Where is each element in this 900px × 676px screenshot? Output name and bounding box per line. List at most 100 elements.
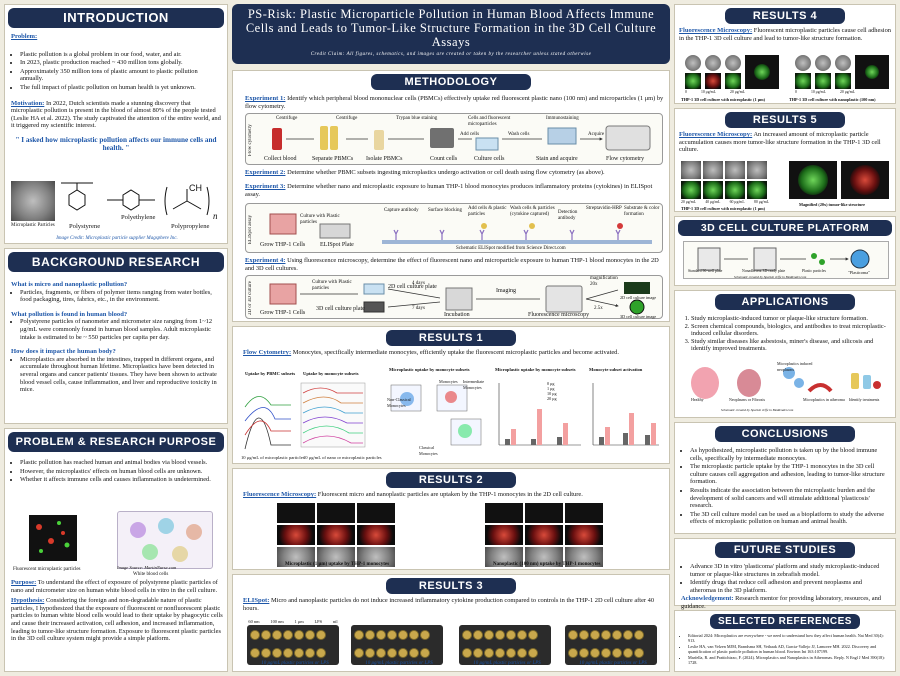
plate-header: nil [332, 619, 338, 624]
r2-nano-tile [525, 503, 563, 523]
elispot-plate-3 [459, 625, 551, 665]
exp1-step-separate: Separate PBMCs [312, 156, 354, 162]
elispot-plate-4 [565, 625, 657, 665]
flow-cytometer-icon [605, 125, 651, 151]
plate-header: 1 μm [294, 619, 304, 624]
exp3-capture-antibody: Capture antibody [384, 208, 419, 213]
3d-plate-icon [363, 301, 385, 313]
future-item: Advance 3D in vitro 'plasticoma' platfor… [690, 563, 889, 578]
step-add-cells: Add cells [460, 132, 480, 137]
step-wash-cells: Wash cells [508, 132, 530, 137]
r1-panel-title-1: Uptake by PBMC subsets [245, 371, 296, 376]
background-header: BACKGROUND RESEARCH [8, 252, 224, 272]
step-cells-particles: Cells and fluorescent microparticles [468, 116, 511, 127]
application-item: Study similar diseases like asbestosis, … [691, 338, 889, 353]
exp3-step-plate: ELISpot Plate [320, 242, 354, 248]
results3-header: RESULTS 3 [386, 578, 516, 594]
r1-panel-title-2: Uptake by monocyte subsets [303, 371, 359, 376]
reference-item: Leslie HA, van Velzen MJM, Brandsma SH, … [688, 644, 889, 654]
fig-label-fluorescent: Fluorescent microplastic particles [13, 567, 81, 572]
platform-caption: Schematic created by Sparkle Jeffe in Bi… [734, 275, 807, 279]
exp4-step-incubation: Incubation [444, 312, 470, 318]
n-subscript: n [213, 211, 218, 221]
app-label-induced: Microplastics induced neoplasms [777, 361, 813, 372]
cell-counter-icon [430, 128, 454, 148]
conc-label: 20 μg/mL [729, 90, 745, 94]
conc-label: 20 μg/mL [681, 200, 697, 204]
fig-label-polypropylene: Polypropylene [171, 223, 210, 230]
polymer-structures-diagram: CH n [61, 182, 218, 221]
culture-plate-icon [475, 137, 499, 151]
activation-bar-chart [592, 383, 659, 446]
platform-label-3d: Nonadherent 3D-ready plate [742, 269, 786, 273]
exp3-step-grow: Grow THP-1 Cells [260, 242, 306, 248]
credit-claim: Credit Claim: All figures, schematics, a… [310, 52, 592, 57]
exp3-streptavidin: Streptavidin-HRP [586, 206, 622, 211]
results4-label: Fluorescence Microscopy: [679, 27, 753, 34]
monocyte-subset-histograms [300, 382, 366, 448]
problem-item: The full impact of plastic pollution on … [20, 84, 221, 92]
results1-figures [244, 382, 659, 450]
3d-culture-image [629, 299, 645, 315]
legend-1ug: 1 μg [547, 386, 555, 391]
left-column: INTRODUCTION Problem: Plastic pollution … [4, 0, 228, 676]
exp4-3d-image-label: 3D cell culture image [620, 314, 657, 319]
plate-header: 100 nm [270, 619, 284, 624]
r2-micro-tile [277, 525, 315, 545]
exp1-step-stain: Stain and acquire [536, 156, 578, 162]
flask-icon [269, 283, 297, 305]
r2-nano-tile [485, 547, 523, 567]
legend-0ug: 0 μg [547, 381, 555, 386]
exp2-text: Determine whether PBMC subsets ingesting… [287, 169, 605, 176]
r2-nano-tile [485, 525, 523, 545]
acknowledgement-label: Acknowledgement: [681, 595, 734, 603]
white-blood-cells-image [117, 511, 213, 569]
exp3-text: Determine whether nano and microplastic … [245, 183, 653, 198]
exp3-substrate: Substrate & color formation [624, 206, 660, 217]
2d-plate-icon [363, 283, 385, 295]
r5-image-grid [681, 161, 891, 205]
r4-tile [835, 73, 851, 89]
gate-label-monocytes: Monocytes [439, 379, 458, 384]
r4-tile [815, 73, 831, 89]
results4-section: RESULTS 4 Fluorescence Microscopy: Fluor… [674, 4, 896, 104]
conc-label: 10 μg/mL [700, 90, 716, 94]
r3-caption-2: 10 μg/mL plastic particles or LPS [365, 661, 433, 666]
research-quote: " I asked how microplastic pollution aff… [15, 135, 217, 153]
results3-text: Micro and nanoplastic particles do not i… [243, 597, 655, 612]
r2-micro-tile [357, 503, 395, 523]
r2-micro-tile [357, 525, 395, 545]
results2-section: RESULTS 2 Fluorescence Microscopy: Fluor… [232, 468, 670, 570]
fig-label-microplastic: Microplastic Particles [11, 223, 55, 228]
r4-zoom-tile [745, 55, 779, 89]
exp1-step-isolate: Isolate PBMCs [366, 156, 403, 162]
r4-tile [705, 55, 721, 71]
r5-magnified-tile [841, 161, 889, 199]
fluorescent-dots [36, 521, 70, 553]
conclusion-item: As hypothesized, microplastic pollution … [690, 447, 889, 462]
step-centrifuge-1: Centrifuge [276, 116, 298, 121]
r4-caption-nano: THP-1 3D cell culture with nanoplastic (… [789, 97, 876, 102]
microplastic-particles-image [11, 181, 55, 221]
results5-text: An increased amount of microplastic part… [679, 131, 881, 154]
r4-conc-labels-left: 0 10 μg/mL 20 μg/mL [685, 90, 745, 94]
conclusion-item: The microplastic particle uptake by the … [690, 463, 889, 486]
future-section: FUTURE STUDIES Advance 3D in vitro 'plas… [674, 538, 896, 610]
3d-plate-icon [753, 247, 777, 271]
exp3-culture-label: Culture with Plastic particles [300, 214, 340, 225]
platform-drawing [697, 247, 870, 271]
conclusion-item: Results indicate the association between… [690, 487, 889, 510]
app-label-healthy: Healthy [691, 397, 704, 402]
results3-label: ELISpot: [243, 597, 270, 604]
blood-tube-icon [272, 128, 282, 150]
r2-nano-tile [485, 503, 523, 523]
r1-legend: 0 μg 1 μg 10 μg 20 μg [547, 381, 571, 401]
exp4-flow-diagram: 2D or 3D culture Culture with Plastic pa… [245, 275, 663, 319]
step-immunostaining: Immunostaining [546, 116, 579, 121]
future-item: Identify drugs that reduce cell adhesion… [690, 579, 889, 594]
platform-section: 3D CELL CULTURE PLATFORM Standard 96-wel… [674, 216, 896, 286]
tube-icon [320, 126, 328, 150]
flask-icon [269, 213, 297, 235]
drug-icon [851, 373, 859, 389]
r5-caption-left: THP-1 3D cell culture with microplastic … [681, 206, 765, 211]
